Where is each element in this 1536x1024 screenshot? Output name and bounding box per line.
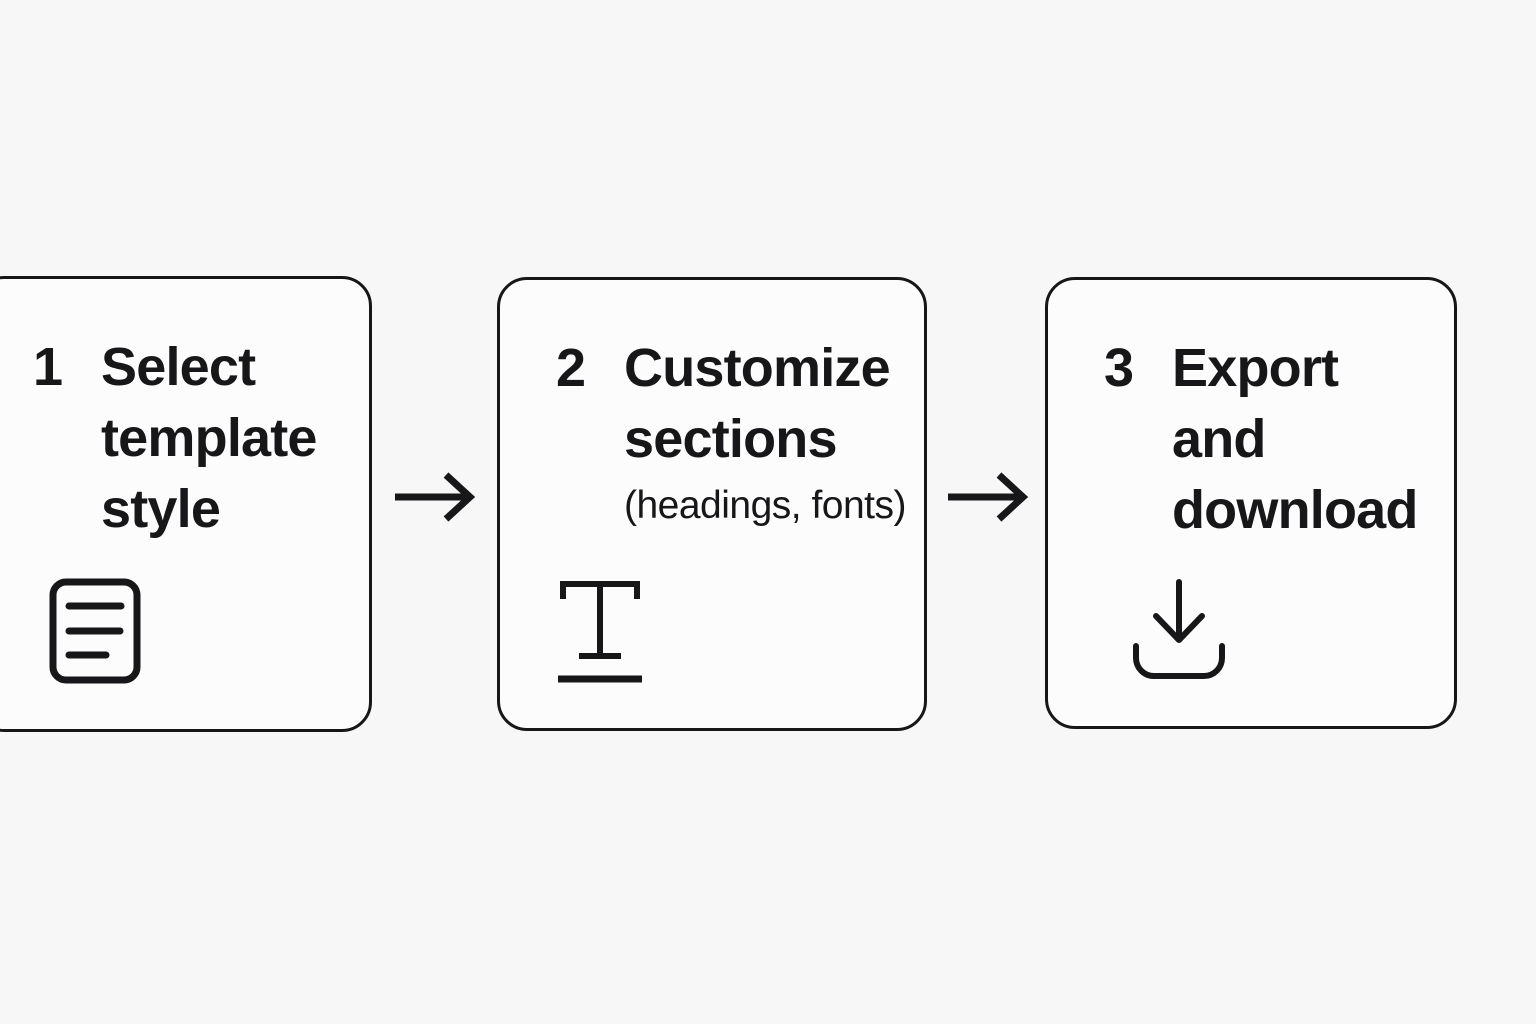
step-title-line: style (101, 479, 221, 539)
step-title: Customize sections (headings, fonts) (624, 333, 907, 537)
step-number: 2 (556, 338, 586, 398)
step-title-line: sections (624, 409, 837, 469)
arrow-right-icon (395, 472, 476, 522)
step-title: Export and download (1172, 333, 1418, 546)
step-title-line: download (1172, 480, 1418, 540)
step-number: 3 (1104, 338, 1134, 398)
text-style-icon (558, 581, 642, 683)
document-icon (49, 578, 141, 684)
step-card-export-download: 3 Export and download (1045, 277, 1457, 729)
download-icon (1133, 579, 1225, 679)
arrow-right-icon (948, 472, 1029, 522)
step-title-line: Customize (624, 338, 891, 398)
step-title-line: Select (101, 337, 256, 397)
step-card-select-template: 1 Select template style (0, 276, 372, 732)
step-title-line: template (101, 408, 317, 468)
step-title-line: and (1172, 409, 1266, 469)
step-title: Select template style (101, 332, 317, 545)
step-number: 1 (33, 337, 63, 397)
step-subtitle: (headings, fonts) (624, 484, 907, 527)
step-card-customize-sections: 2 Customize sections (headings, fonts) (497, 277, 927, 731)
step-title-line: Export (1172, 338, 1339, 398)
